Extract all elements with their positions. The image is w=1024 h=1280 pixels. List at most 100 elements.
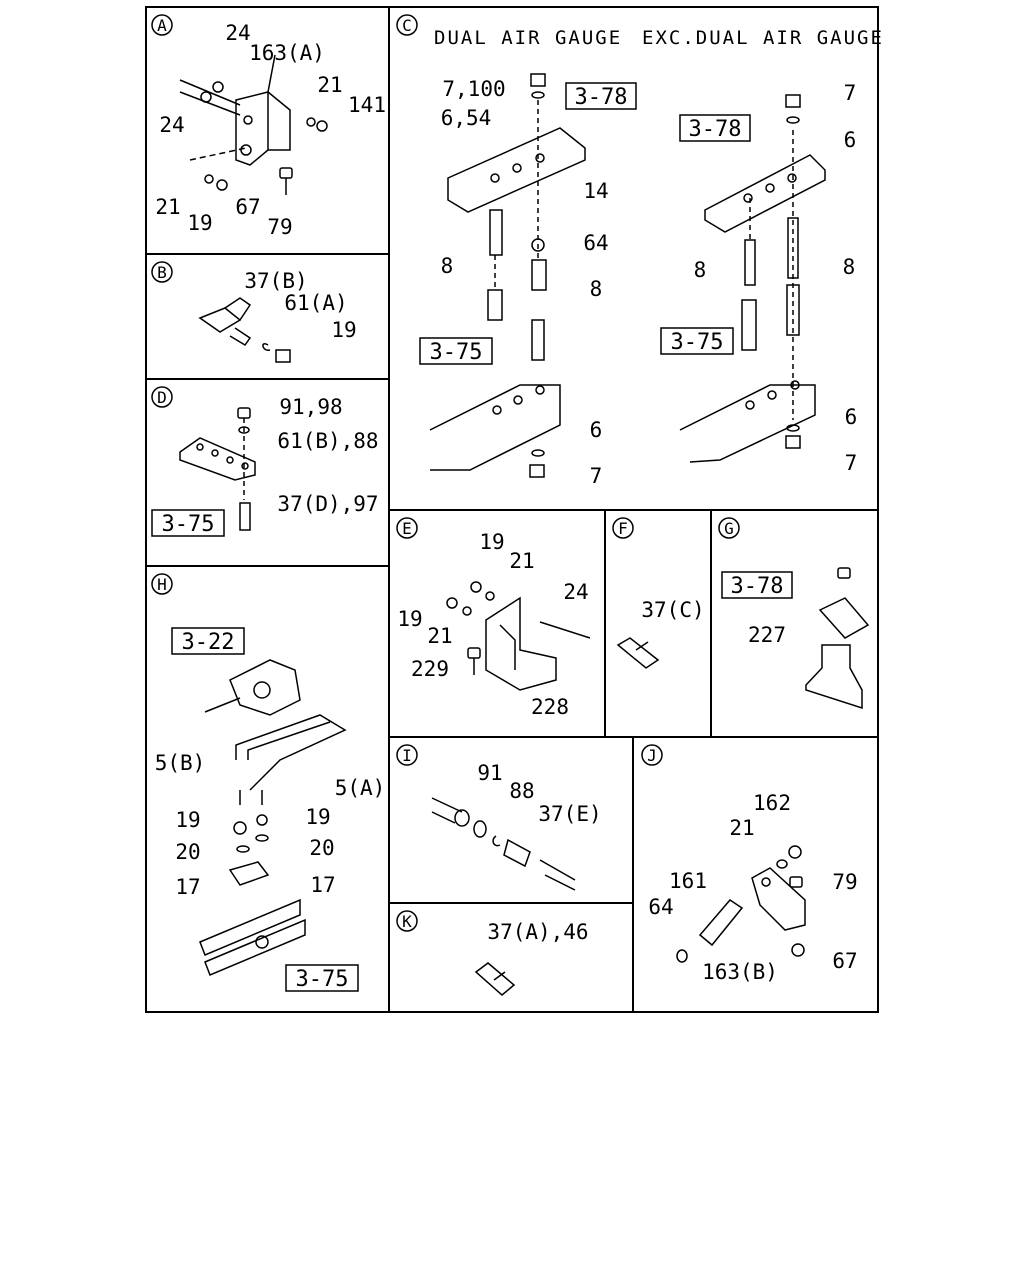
part-callout: 37(A),46 (487, 920, 588, 944)
panel-a-callouts: 24 163(A) 21 141 24 21 19 67 79 (155, 21, 386, 239)
part-callout: 20 (309, 836, 334, 860)
panel-e-callouts: 19 21 19 24 21 229 228 (397, 530, 588, 719)
part-callout: 229 (411, 657, 449, 681)
part-callout: 24 (563, 580, 588, 604)
part-callout: 21 (729, 816, 754, 840)
part-callout: 3-22 (182, 630, 235, 655)
part-callout: A (157, 16, 167, 35)
part-callout: 20 (175, 840, 200, 864)
part-callout: 3-75 (296, 967, 349, 992)
part-callout: 8 (441, 254, 454, 278)
part-callout: I (402, 746, 412, 765)
part-callout: 67 (832, 949, 857, 973)
panel-k-letter: K (396, 910, 418, 932)
panel-g-drawing (805, 567, 870, 710)
panel-h-callouts: 3-22 5(B) 5(A) 19 19 20 20 17 17 3-75 (155, 627, 386, 992)
panel-d-drawing (179, 407, 256, 531)
callout-67: 67 (235, 195, 260, 219)
panel-b-letter: B (151, 261, 173, 283)
part-callout: 14 (583, 179, 608, 203)
part-callout: 17 (310, 873, 335, 897)
part-callout: 3-75 (671, 330, 724, 355)
part-callout: 19 (305, 805, 330, 829)
part-callout: D (157, 388, 167, 407)
part-callout: K (402, 912, 412, 931)
part-callout: 91 (477, 761, 502, 785)
callout-19: 19 (187, 211, 212, 235)
part-callout: 6 (590, 418, 603, 442)
panel-i-drawing (431, 797, 576, 891)
part-callout: 19 (175, 808, 200, 832)
panel-f-letter: F (612, 517, 634, 539)
part-callout: 21 (427, 624, 452, 648)
callout-141: 141 (348, 93, 386, 117)
panel-b-drawing (198, 297, 291, 363)
panel-c-callouts: 7,100 6,54 3-78 14 64 8 8 3-75 6 7 7 6 3… (419, 77, 858, 488)
part-callout: 3-78 (575, 85, 628, 110)
callout-79: 79 (267, 215, 292, 239)
panel-a-letter: A (151, 14, 173, 36)
part-callout: 64 (583, 231, 608, 255)
part-callout: 37(D),97 (277, 492, 378, 516)
panel-f-drawing (616, 637, 660, 669)
panel-d: D 91,98 61(B),88 3-75 37(D),97 (151, 386, 379, 537)
part-callout: 7 (590, 464, 603, 488)
panel-e-drawing (446, 581, 591, 691)
part-callout: 91,98 (279, 395, 342, 419)
panel-d-callouts: 91,98 61(B),88 3-75 37(D),97 (151, 395, 379, 537)
part-callout: 3-75 (162, 512, 215, 537)
part-callout: 5(B) (155, 751, 206, 775)
part-callout: 21 (509, 549, 534, 573)
panel-i-callouts: 91 88 37(E) (477, 761, 601, 826)
panel-k: K 37(A),46 (396, 910, 589, 996)
panel-i: I 91 88 37(E) (396, 744, 602, 891)
part-callout: 7 (844, 81, 857, 105)
part-callout: 3-75 (430, 340, 483, 365)
part-callout: 162 (753, 791, 791, 815)
panel-h-drawing (199, 659, 347, 976)
panel-i-letter: I (396, 744, 418, 766)
part-callout: G (724, 519, 734, 538)
part-callout: 8 (590, 277, 603, 301)
part-callout: 228 (531, 695, 569, 719)
part-callout: 64 (648, 895, 673, 919)
part-callout: 163(B) (702, 960, 778, 984)
panel-k-drawing (474, 962, 516, 996)
part-callout: H (157, 575, 167, 594)
part-callout: C (402, 16, 412, 35)
part-callout: J (647, 746, 657, 765)
part-callout: 7 (845, 451, 858, 475)
part-callout: 17 (175, 875, 200, 899)
header-exc-dual-air-gauge: EXC.DUAL AIR GAUGE (642, 27, 884, 49)
part-callout: 6,54 (441, 106, 492, 130)
part-callout: 161 (669, 869, 707, 893)
header-dual-air-gauge: DUAL AIR GAUGE (434, 27, 622, 49)
panel-a-drawing (179, 54, 328, 195)
part-callout: 37(E) (538, 802, 601, 826)
panel-h: H 3-22 5(B) 5(A) 19 19 20 20 17 17 (151, 573, 386, 992)
part-callout: 6 (844, 128, 857, 152)
part-callout: 5(A) (335, 776, 386, 800)
part-callout: 8 (694, 258, 707, 282)
part-callout: 19 (331, 318, 356, 342)
part-callout: 19 (397, 607, 422, 631)
part-callout: 3-78 (731, 574, 784, 599)
part-callout: 88 (509, 779, 534, 803)
panel-c: C DUAL AIR GAUGE EXC.DUAL AIR GAUGE (396, 14, 884, 488)
panel-e: E 19 21 19 24 21 229 228 (396, 517, 591, 719)
panel-h-letter: H (151, 573, 173, 595)
panel-c-drawing (429, 73, 826, 478)
callout-21-bottom: 21 (155, 195, 180, 219)
part-callout: 79 (832, 870, 857, 894)
part-callout: 8 (843, 255, 856, 279)
part-callout: 3-78 (689, 117, 742, 142)
callout-24-top: 24 (225, 21, 250, 45)
panel-g-letter: G (718, 517, 740, 539)
part-callout: B (157, 263, 167, 282)
part-callout: 61(A) (284, 291, 347, 315)
panel-frame (145, 6, 879, 1013)
panel-c-letter: C (396, 14, 418, 36)
callout-163a: 163(A) (249, 41, 325, 65)
panel-j: J 162 21 161 79 64 163(B) 67 (641, 744, 858, 984)
